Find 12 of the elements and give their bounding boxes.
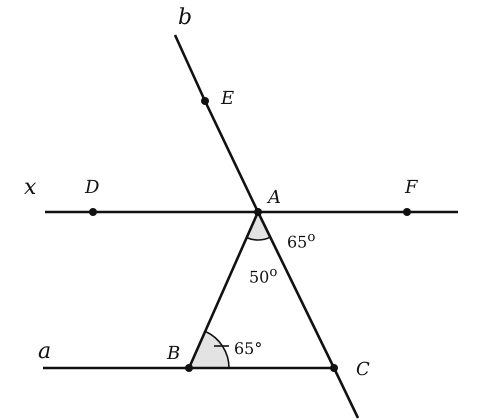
line-name: a	[38, 340, 52, 364]
angle-label: 50$^{o}$	[249, 264, 278, 286]
angle-label: 65$^{o}$	[287, 229, 316, 252]
angle-label: 65°	[234, 340, 262, 358]
line-name: x	[24, 176, 36, 200]
point-label: C	[356, 360, 370, 380]
point-label: A	[268, 188, 281, 208]
point-label: F	[405, 178, 418, 198]
point-label: D	[85, 178, 100, 198]
point-label: B	[167, 344, 180, 364]
point-label: E	[221, 89, 234, 109]
line-name: b	[178, 6, 192, 30]
